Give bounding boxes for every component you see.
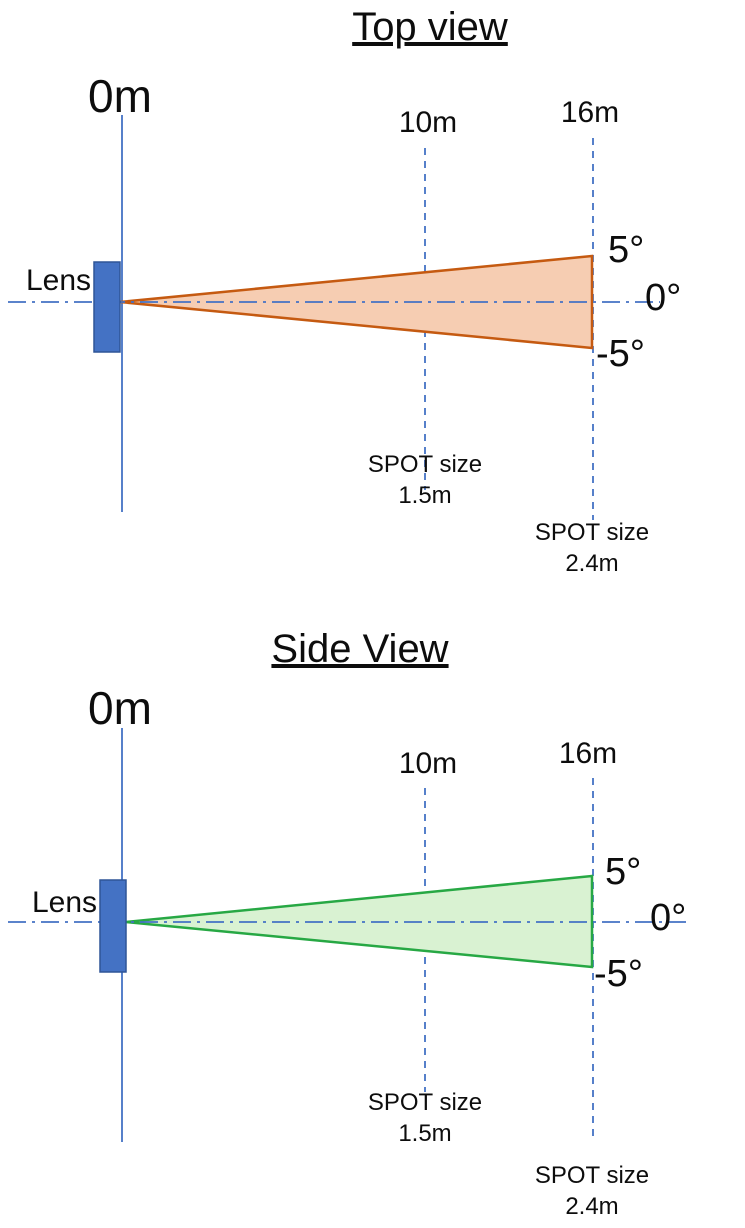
side-16m-label: 16m (559, 737, 617, 770)
side-spot10-caption: SPOT size (368, 1089, 482, 1116)
top-view-group: Top view 0m 10m 16m Lens 5° 0° -5° SPOT … (8, 5, 681, 577)
top-spot10-value: 1.5m (398, 482, 451, 509)
side-angle-0-label: 0° (650, 897, 686, 939)
top-0m-label: 0m (88, 70, 152, 122)
top-view-title: Top view (352, 5, 508, 49)
top-spot16-value: 2.4m (565, 550, 618, 577)
top-spot10-caption: SPOT size (368, 451, 482, 478)
side-0m-label: 0m (88, 682, 152, 734)
side-angle-minus5-label: -5° (594, 953, 643, 995)
top-lens-label: Lens (26, 264, 91, 297)
side-angle-plus5-label: 5° (605, 851, 641, 893)
side-spot10-value: 1.5m (398, 1120, 451, 1147)
top-lens-shape (93, 261, 121, 353)
side-view-group: Side View 0m 10m 16m Lens 5° 0° -5° SPOT… (8, 627, 690, 1220)
side-view-title: Side View (271, 627, 448, 671)
side-beam-cone (125, 874, 594, 969)
top-10m-label: 10m (399, 106, 457, 139)
side-spot16-caption: SPOT size (535, 1162, 649, 1189)
side-spot16-value: 2.4m (565, 1193, 618, 1220)
top-spot16-caption: SPOT size (535, 519, 649, 546)
side-lens-label: Lens (32, 886, 97, 919)
side-lens-shape (99, 879, 127, 973)
top-angle-0-label: 0° (645, 277, 681, 319)
side-10m-label: 10m (399, 747, 457, 780)
top-angle-minus5-label: -5° (596, 333, 645, 375)
top-angle-plus5-label: 5° (608, 229, 644, 271)
top-16m-label: 16m (561, 96, 619, 129)
